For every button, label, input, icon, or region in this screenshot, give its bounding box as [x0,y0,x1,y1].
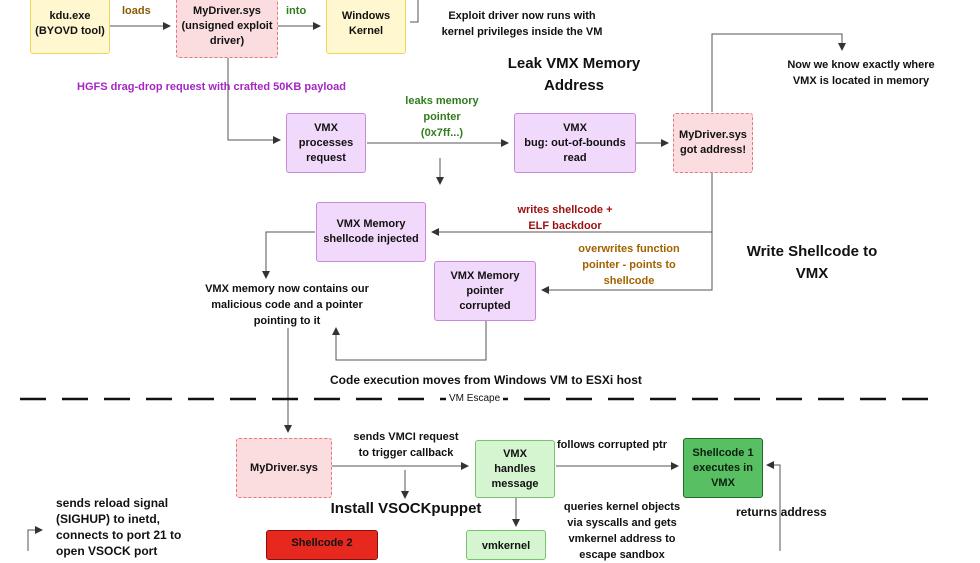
arrow-returns [766,461,781,551]
node-windows-kernel: Windows Kernel [326,0,406,54]
node-vmkernel: vmkernel [466,530,546,560]
label-queries: queries kernel objects via syscalls and … [563,501,681,561]
label-follows: follows corrupted ptr [557,439,667,451]
label-sends-reload: sends reload signal (SIGHUP) to inetd, c… [56,496,182,558]
node-shellcode2: Shellcode 2 [266,530,378,560]
node-vmx-shellcode: VMX Memory shellcode injected [316,202,426,262]
node-vmx-processes: VMX processes request [286,113,366,173]
line-kernel-corner [410,0,419,23]
label-sends-vmci: sends VMCI request to trigger callback [353,431,459,459]
label-leaks: leaks memory pointer (0x7ff...) [405,95,479,139]
node-kdu: kdu.exe (BYOVD tool) [30,0,110,54]
arrow-got-to-pointer [541,232,713,294]
label-vmx-memory-now: VMX memory now contains our malicious co… [205,283,369,327]
arrow-driver-down-to-vmx [227,58,281,144]
label-hgfs: HGFS drag-drop request with crafted 50KB… [77,81,346,93]
heading-write: Write Shellcode to VMX [746,243,878,282]
label-into: into [286,5,307,17]
node-vmx-bug: VMX bug: out-of-bounds read [514,113,636,173]
node-shellcode1: Shellcode 1 executes in VMX [683,438,763,498]
node-mydriver-top: MyDriver.sys (unsigned exploit driver) [176,0,278,58]
arrow-shellcode-left-down [262,231,315,279]
label-overwrites: overwrites function pointer - points to … [578,243,680,287]
node-vmx-pointer: VMX Memory pointer corrupted [434,261,536,321]
label-code-execution: Code execution moves from Windows VM to … [330,373,642,387]
label-writes-shellcode: writes shellcode + ELF backdoor [517,204,613,232]
label-vm-escape: VM Escape [446,392,504,406]
arrow-reload-in [27,526,43,551]
label-loads: loads [122,5,151,17]
arrow-got-up [711,33,846,112]
label-exploit-runs: Exploit driver now runs with kernel priv… [441,10,603,38]
node-mydriver-bottom: MyDriver.sys [236,438,332,498]
label-returns: returns address [736,505,827,519]
label-now-know: Now we know exactly where VMX is located… [787,59,935,87]
arrow-pointer-loop [332,320,487,361]
heading-leak: Leak VMX Memory Address [507,55,641,94]
node-mydriver-got: MyDriver.sys got address! [673,113,753,173]
node-vmx-handles: VMX handles message [475,440,555,498]
heading-install: Install VSOCKpuppet [330,500,482,517]
connector-layer [20,0,930,551]
